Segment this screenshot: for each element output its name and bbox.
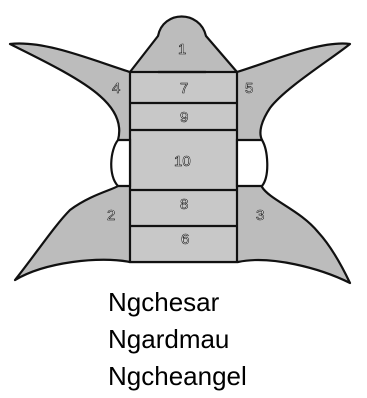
region-6-label: 6 [181,231,189,248]
left-gap [111,140,130,186]
region-2-label: 2 [107,207,115,224]
region-5-label: 5 [245,80,253,97]
region-9-label: 9 [180,109,188,126]
caption-line-ngcheangel: Ngcheangel [108,361,367,392]
caption-line-ngchesar: Ngchesar [108,287,367,318]
region-7-label: 7 [180,80,188,97]
hide-shape-diagram: 1 2 3 4 5 6 7 8 9 10 [0,0,367,290]
region-4-label: 4 [112,80,120,97]
region-1-label: 1 [178,41,186,58]
caption-line-ngardmau: Ngardmau [108,324,367,355]
region-10-label: 10 [174,153,191,170]
region-3-label: 3 [256,207,264,224]
region-8-label: 8 [180,196,188,213]
right-gap [237,140,267,186]
